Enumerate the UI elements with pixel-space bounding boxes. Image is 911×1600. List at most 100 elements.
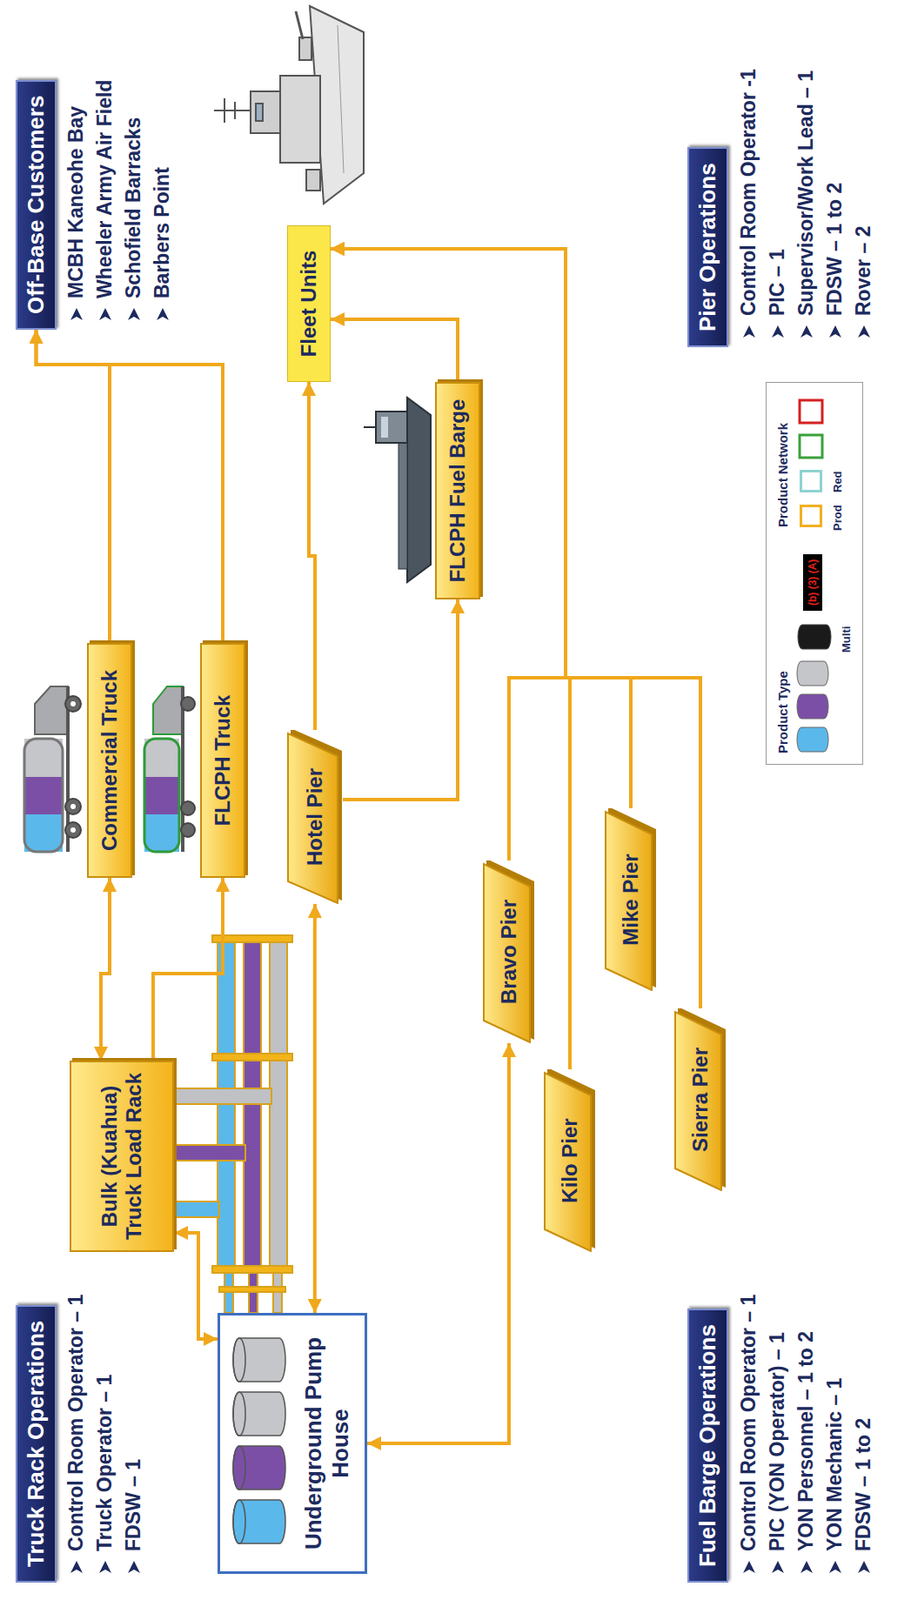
bullet-text: Schofield Barracks bbox=[121, 117, 145, 299]
bullet-arrow bbox=[798, 324, 815, 339]
process-box: Commercial Truck bbox=[87, 643, 133, 878]
process-box: FLCPH Fuel Barge bbox=[435, 381, 481, 600]
bullet-item: YON Mechanic – 1 bbox=[821, 1378, 848, 1575]
node-text: Fuel Barge Operations bbox=[694, 1324, 722, 1568]
bullet-item: Supervisor/Work Lead – 1 bbox=[792, 70, 819, 339]
bullet-arrow bbox=[741, 1560, 757, 1575]
bullet-arrow bbox=[68, 1560, 85, 1575]
fleet-box: Fleet Units bbox=[287, 225, 331, 382]
bullet-item: YON Personnel – 1 to 2 bbox=[792, 1331, 819, 1575]
commercial-truck-picture bbox=[24, 686, 81, 852]
node-text: FLCPH Fuel Barge bbox=[445, 392, 470, 590]
legend-heading: Product Network bbox=[775, 422, 791, 528]
bullet-arrow bbox=[68, 307, 85, 322]
bullet-arrow bbox=[126, 1560, 142, 1575]
bullet-item: PIC – 1 bbox=[763, 248, 791, 339]
bullet-arrow bbox=[856, 1560, 872, 1575]
node-text: Hotel Pier bbox=[302, 768, 328, 866]
section-header: Truck Rack Operations bbox=[15, 1305, 57, 1583]
warship-picture bbox=[214, 6, 364, 204]
bullet-text: Control Room Operator -1 bbox=[736, 68, 760, 316]
flow-arrow bbox=[313, 904, 317, 1313]
bullet-item: Schofield Barracks bbox=[120, 117, 147, 322]
node-text: Off-Base Customers bbox=[22, 95, 50, 315]
bullet-text: Barbers Point bbox=[150, 167, 174, 299]
bullet-arrow bbox=[126, 307, 142, 322]
bullet-arrow bbox=[856, 324, 872, 339]
bullet-text: Truck Operator – 1 bbox=[93, 1374, 116, 1552]
bullet-item: PIC (YON Operator) – 1 bbox=[763, 1332, 791, 1575]
pier-shape: Hotel Pier bbox=[287, 730, 343, 905]
node-text: Commercial Truck bbox=[97, 653, 122, 868]
flow-arrow bbox=[330, 248, 566, 861]
node-text: Truck Rack Operations bbox=[22, 1320, 50, 1568]
legend-heading: Product Type bbox=[775, 670, 791, 754]
bullet-arrow bbox=[827, 324, 844, 339]
bullet-arrow bbox=[154, 307, 171, 322]
node-text: FLCPH Truck bbox=[210, 653, 235, 868]
node-text: Underground Pump House bbox=[300, 1324, 355, 1563]
flow-arrow bbox=[308, 381, 315, 731]
bullet-arrow bbox=[827, 1560, 844, 1575]
node-text: Mike Pier bbox=[618, 853, 644, 945]
legend-text: Prod bbox=[830, 504, 845, 531]
bullet-arrow bbox=[770, 1560, 786, 1575]
pump-house-box: Underground Pump House bbox=[217, 1312, 368, 1575]
bullet-item: MCBH Kaneohe Bay bbox=[62, 106, 89, 322]
flow-arrow bbox=[330, 248, 631, 809]
flow-arrow bbox=[153, 877, 223, 1061]
bullet-text: Rover – 2 bbox=[851, 225, 875, 316]
bullet-item: Rover – 2 bbox=[850, 225, 877, 339]
bullet-item: Wheeler Army Air Field bbox=[91, 80, 118, 322]
pier-shape: Bravo Pier bbox=[482, 860, 536, 1044]
flow-arrow bbox=[36, 329, 224, 644]
node-text: Bravo Pier bbox=[496, 899, 522, 1005]
bullet-text: FDSW – 1 bbox=[121, 1459, 145, 1552]
legend-swatch bbox=[795, 622, 836, 651]
node-text: Sierra Pier bbox=[688, 1047, 713, 1153]
bullet-text: FDSW – 1 to 2 bbox=[851, 1418, 875, 1552]
pipe-manifold bbox=[172, 935, 293, 1313]
bullet-item: Truck Operator – 1 bbox=[91, 1374, 118, 1575]
pier-shape: Sierra Pier bbox=[674, 1008, 727, 1192]
flow-arrow bbox=[367, 1043, 510, 1444]
bullet-arrow bbox=[798, 1560, 815, 1575]
legend-swatch bbox=[799, 504, 823, 528]
flow-arrow bbox=[36, 329, 111, 644]
bullet-text: Control Room Operator – 1 bbox=[736, 1294, 760, 1552]
fuel-barge-picture bbox=[363, 397, 431, 583]
bullet-item: FDSW – 1 bbox=[120, 1459, 147, 1575]
legend-text: Red bbox=[830, 470, 845, 493]
section-header: Fuel Barge Operations bbox=[687, 1308, 729, 1583]
node-text: Kilo Pier bbox=[557, 1118, 583, 1203]
legend-box: Product TypeProduct Network(b) (3) (A)Mu… bbox=[765, 381, 864, 765]
section-header: Pier Operations bbox=[687, 147, 729, 348]
bullet-arrow bbox=[97, 1560, 114, 1575]
bullet-text: Wheeler Army Air Field bbox=[93, 80, 116, 299]
bullet-text: YON Mechanic – 1 bbox=[823, 1378, 846, 1552]
flow-arrow bbox=[342, 599, 458, 800]
bullet-text: MCBH Kaneohe Bay bbox=[64, 106, 88, 299]
bullet-item: Control Room Operator – 1 bbox=[735, 1294, 762, 1575]
bullet-text: FDSW – 1 to 2 bbox=[823, 182, 846, 316]
bullet-arrow bbox=[97, 307, 114, 322]
bullet-text: PIC (YON Operator) – 1 bbox=[765, 1332, 789, 1552]
bullet-item: Control Room Operator – 1 bbox=[62, 1294, 89, 1575]
bullet-arrow bbox=[770, 324, 786, 339]
flcph-truck-picture bbox=[144, 686, 195, 852]
bullet-item: Barbers Point bbox=[148, 167, 175, 322]
bullet-text: Supervisor/Work Lead – 1 bbox=[794, 70, 818, 316]
legend-text: Multi bbox=[839, 626, 853, 653]
process-box: FLCPH Truck bbox=[200, 643, 246, 878]
bullet-arrow bbox=[741, 324, 757, 339]
node-text: Pier Operations bbox=[694, 162, 722, 332]
pier-shape: Mike Pier bbox=[604, 808, 657, 992]
bullet-text: PIC – 1 bbox=[765, 248, 789, 316]
bullet-item: FDSW – 1 to 2 bbox=[850, 1418, 877, 1575]
bullet-item: Control Room Operator -1 bbox=[735, 68, 762, 339]
bullet-text: YON Personnel – 1 to 2 bbox=[794, 1331, 818, 1552]
tank-drums bbox=[227, 1310, 297, 1572]
flow-arrow bbox=[330, 319, 458, 382]
pier-shape: Kilo Pier bbox=[543, 1069, 597, 1253]
flow-arrow bbox=[330, 248, 570, 1070]
